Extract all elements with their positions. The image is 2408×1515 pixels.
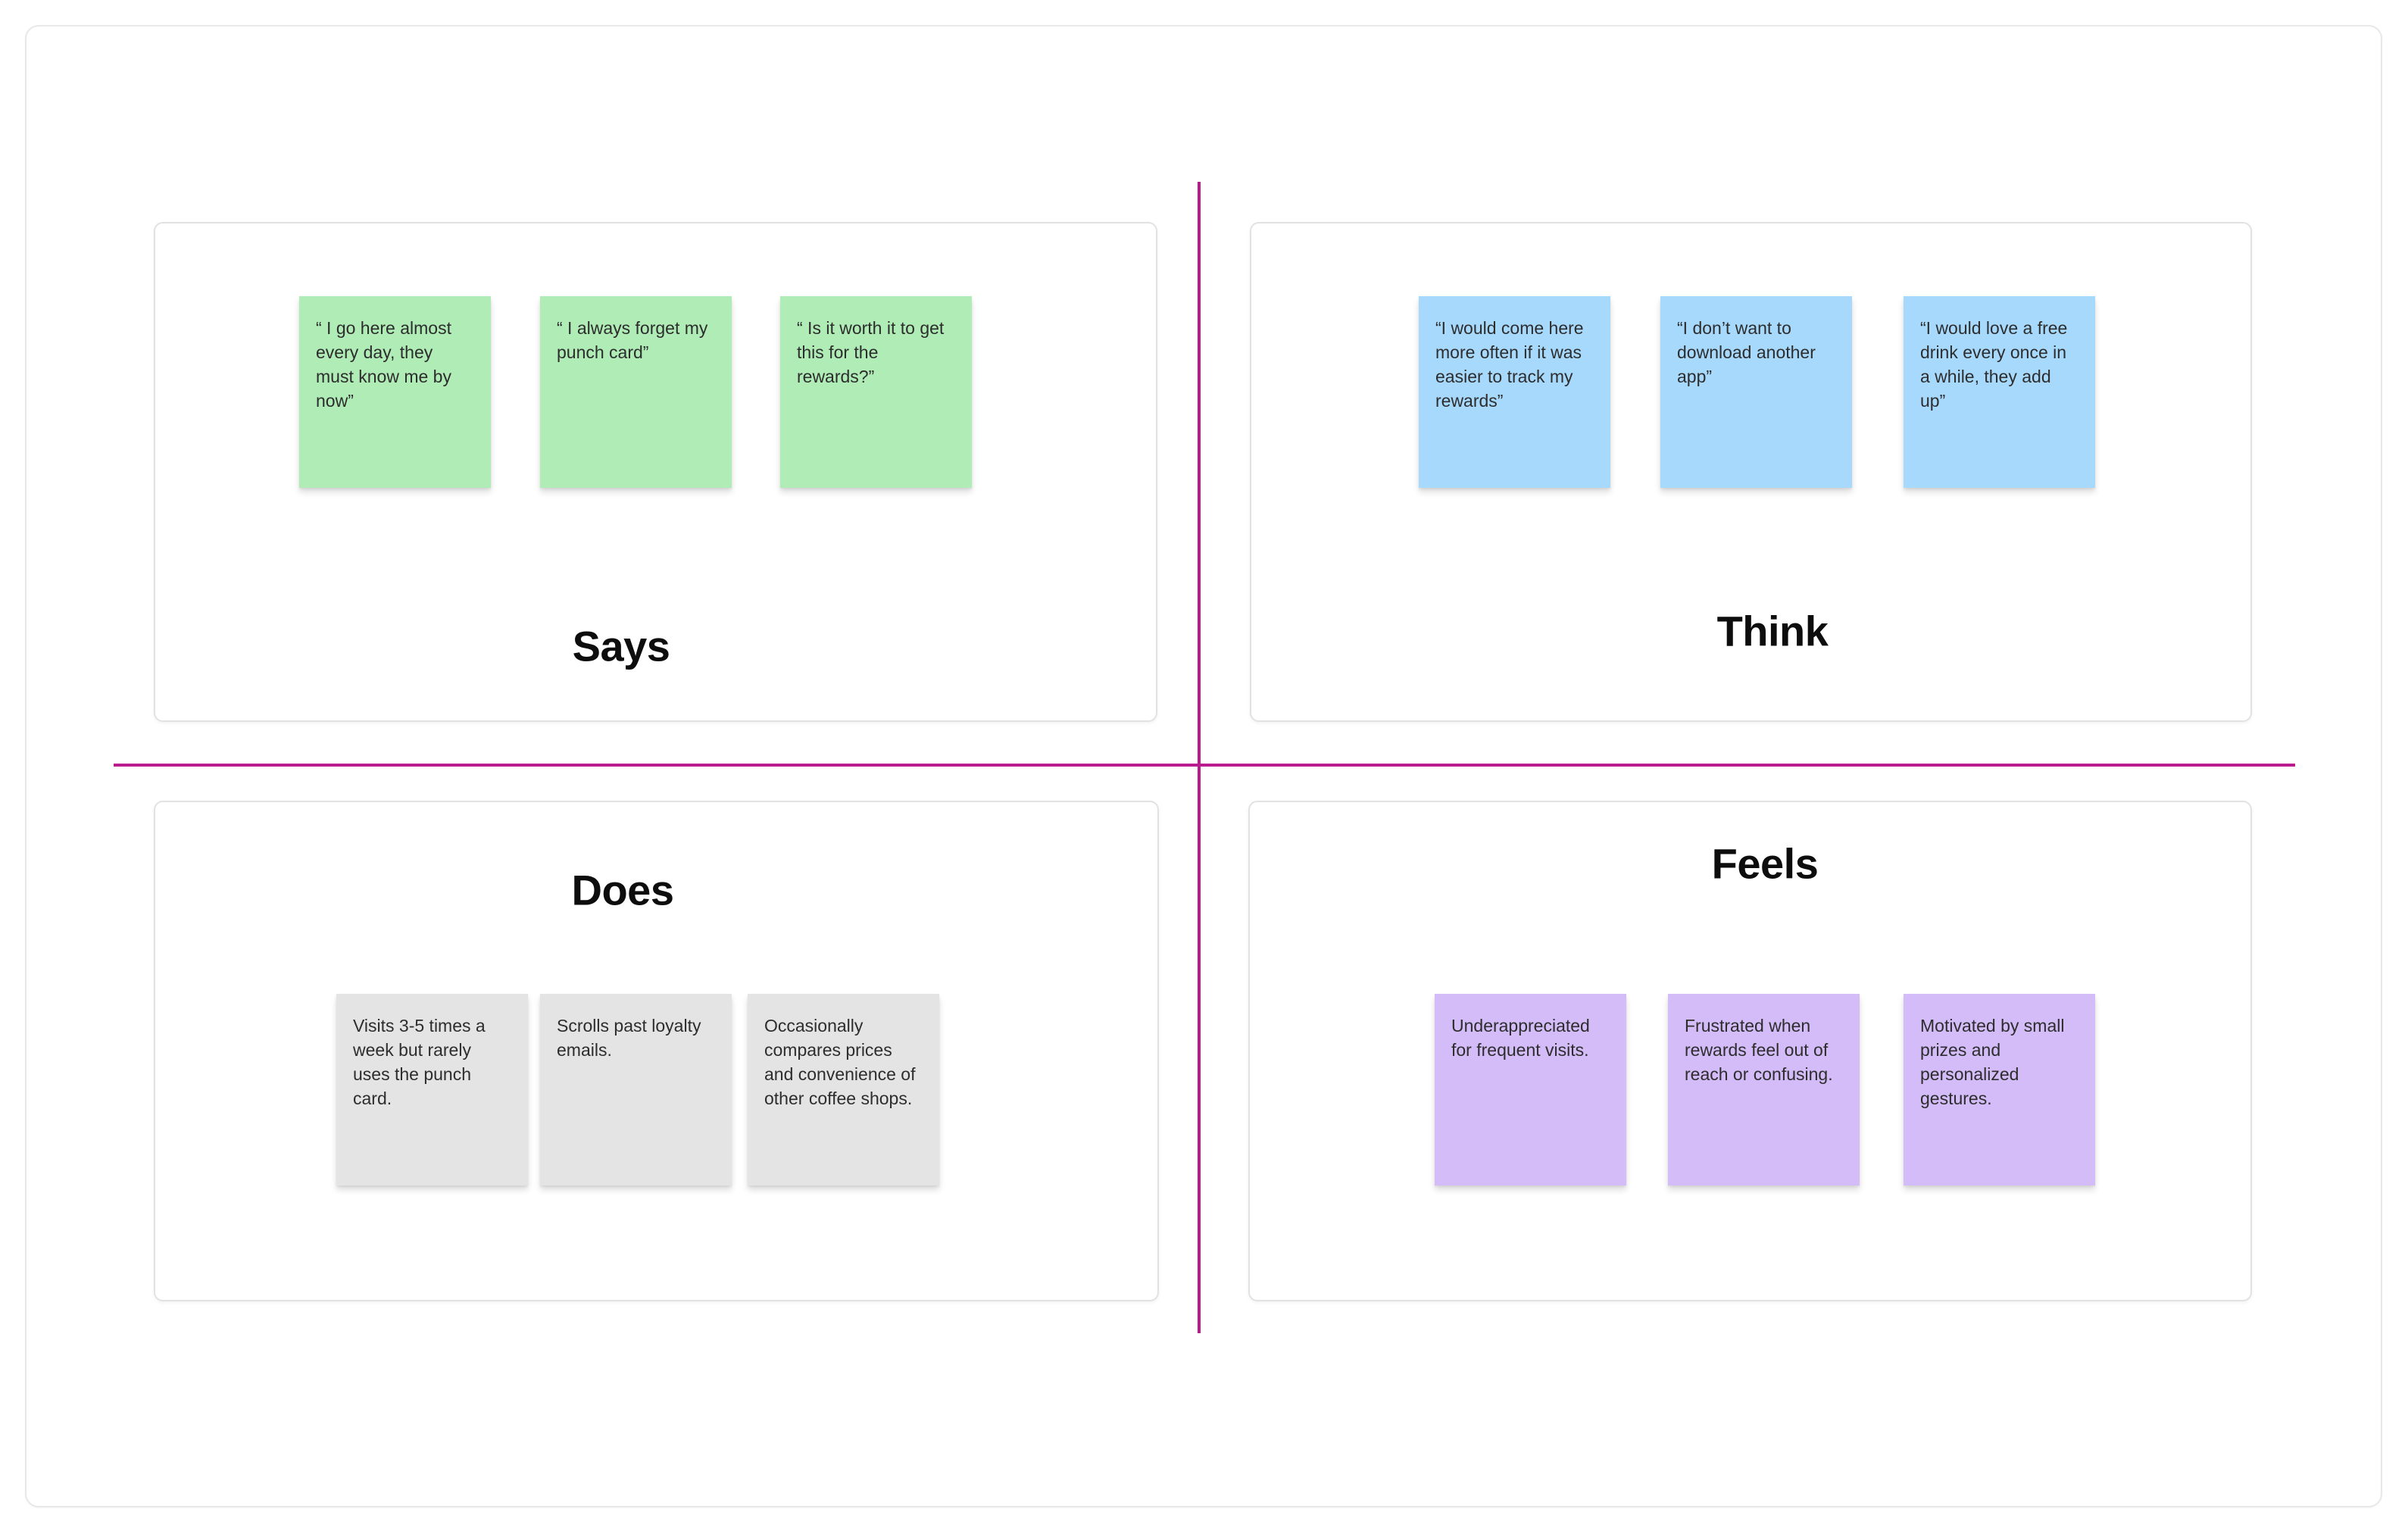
sticky-note-think-2[interactable]: “I don’t want to download another app” xyxy=(1660,296,1852,488)
quadrant-label-feels[interactable]: Feels xyxy=(1711,839,1819,888)
sticky-note-feels-2[interactable]: Frustrated when rewards feel out of reac… xyxy=(1668,994,1860,1185)
sticky-note-says-3[interactable]: “ Is it worth it to get this for the rew… xyxy=(780,296,972,488)
sticky-note-does-2[interactable]: Scrolls past loyalty emails. xyxy=(540,994,732,1185)
quadrant-label-think[interactable]: Think xyxy=(1716,607,1829,655)
axis-vertical-line[interactable] xyxy=(1198,182,1201,1333)
sticky-note-says-2[interactable]: “ I always forget my punch card” xyxy=(540,296,732,488)
sticky-note-feels-3[interactable]: Motivated by small prizes and personaliz… xyxy=(1904,994,2095,1185)
canvas-frame xyxy=(25,25,2382,1507)
quadrant-label-says[interactable]: Says xyxy=(572,622,670,670)
quadrant-label-does[interactable]: Does xyxy=(571,866,674,914)
sticky-note-does-3[interactable]: Occasionally compares prices and conveni… xyxy=(748,994,939,1185)
sticky-note-think-1[interactable]: “I would come here more often if it was … xyxy=(1419,296,1610,488)
axis-horizontal-line[interactable] xyxy=(114,764,2295,767)
sticky-note-does-1[interactable]: Visits 3-5 times a week but rarely uses … xyxy=(336,994,528,1185)
sticky-note-think-3[interactable]: “I would love a free drink every once in… xyxy=(1904,296,2095,488)
sticky-note-says-1[interactable]: “ I go here almost every day, they must … xyxy=(299,296,491,488)
sticky-note-feels-1[interactable]: Underappreciated for frequent visits. xyxy=(1435,994,1626,1185)
